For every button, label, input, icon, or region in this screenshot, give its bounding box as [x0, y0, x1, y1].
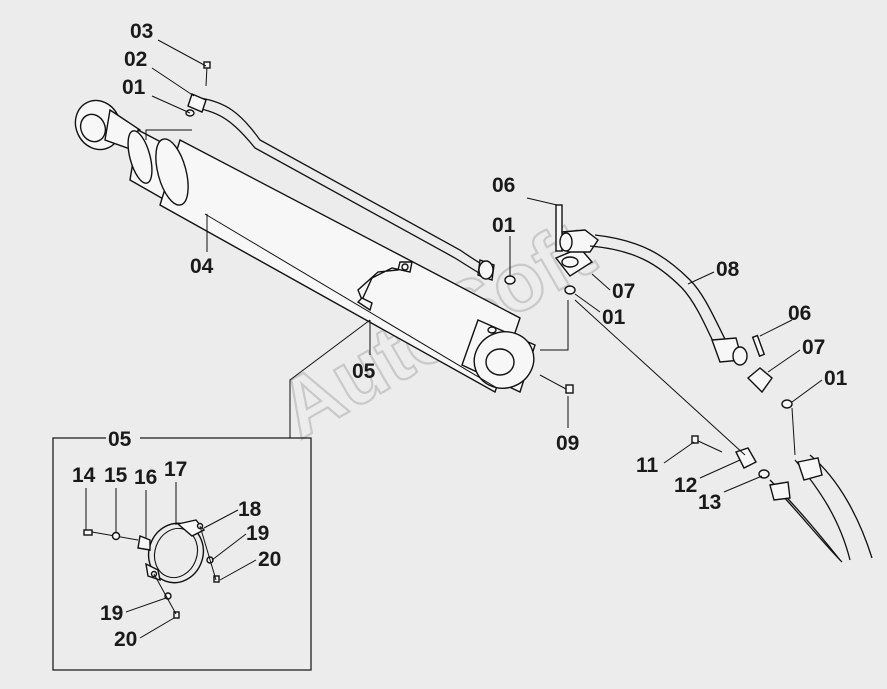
callout-01: 01: [122, 76, 146, 99]
callout-06: 06: [492, 174, 515, 197]
detail-bolt-14: [83, 529, 93, 536]
detail-callout-15: 15: [104, 464, 128, 487]
tube-line-upper: [187, 93, 495, 281]
detail-clamp: [137, 519, 206, 584]
detail-box-05: 05: [52, 428, 312, 671]
detail-bolt-20b: [173, 611, 180, 619]
detail-frame: [52, 437, 312, 671]
detail-callout-19: 19: [246, 522, 269, 545]
center-fitting: [554, 204, 599, 295]
split-flange-07-b: [746, 367, 773, 394]
right-flange-set: [746, 334, 793, 409]
callout-07: 07: [612, 280, 635, 303]
oring-01-c: [781, 399, 793, 409]
hydraulic-cylinder: [74, 99, 536, 394]
right-pipes: [769, 454, 873, 563]
callout-01-c: 01: [602, 306, 626, 329]
detail-callout-18: 18: [238, 498, 262, 521]
callout-01-d: 01: [824, 367, 848, 390]
hose-08: [589, 234, 748, 366]
detail-spacer-16: [137, 535, 151, 551]
cylinder-bottom-eye: [461, 319, 536, 393]
detail-callout-17: 17: [164, 458, 187, 481]
callouts: 03 02 01 04 06 01 07 01 08 06 07 01 05 0…: [122, 20, 848, 514]
detail-callout-19-b: 19: [100, 602, 123, 625]
callout-06-b: 06: [788, 302, 811, 325]
detail-title: 05: [108, 428, 132, 451]
oring-01: [564, 285, 576, 295]
barrel-clamp: [356, 261, 413, 312]
detail-fasteners: [83, 525, 220, 619]
callout-13: 13: [698, 491, 721, 514]
callout-08: 08: [716, 258, 740, 281]
grease-fitting-09: [539, 374, 574, 394]
callout-09: 09: [556, 432, 579, 455]
callout-07-b: 07: [802, 336, 825, 359]
callout-05: 05: [352, 360, 376, 383]
bolt-06: [555, 204, 563, 252]
detail-callout-20-b: 20: [114, 628, 137, 651]
callout-04: 04: [190, 255, 214, 278]
detail-washer-15: [111, 531, 121, 541]
detail-bolt-20a: [213, 575, 220, 583]
detail-callout-20: 20: [258, 548, 281, 571]
detail-leaders: [85, 482, 257, 639]
tube-clamp: [187, 93, 207, 113]
detail-callout-14: 14: [72, 464, 96, 487]
callout-02: 02: [124, 48, 147, 71]
callout-01-b: 01: [492, 214, 516, 237]
oring-01-b: [504, 275, 516, 285]
leader-lines: [119, 39, 823, 493]
barrel-ring: [155, 138, 189, 206]
callout-12: 12: [674, 474, 697, 497]
bolt-11: [691, 435, 699, 444]
lower-flange-set: [691, 435, 770, 479]
bolt-06-b: [751, 334, 766, 357]
detail-callout-16: 16: [134, 466, 157, 489]
callout-03: 03: [130, 20, 153, 43]
flange-12: [735, 447, 757, 469]
callout-11: 11: [636, 454, 659, 477]
